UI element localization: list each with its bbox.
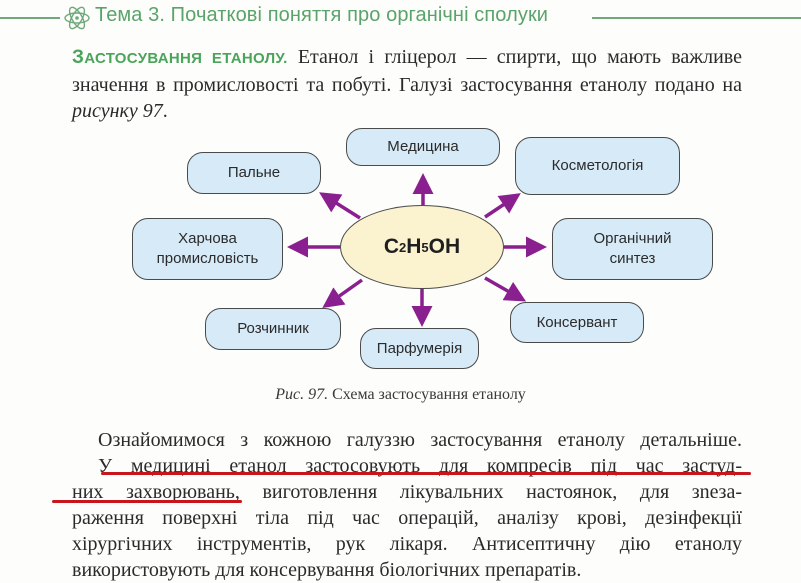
header-rule-left: [0, 17, 60, 19]
node-preservative: Консервант: [510, 302, 644, 343]
body-line-highlighted: У медицині етанол застосовують для компр…: [98, 455, 742, 477]
intro-paragraph: Застосування етанолу. Етанол і гліцерол …: [72, 46, 742, 122]
header-rule-right: [592, 17, 801, 19]
body-paragraph: Ознайомимося з кожною галуззю застосуван…: [72, 427, 742, 583]
arrow-cosmetology: [484, 193, 521, 219]
body-line: раження поверхні тіла під час операцій, …: [72, 507, 742, 529]
red-underline-1: [101, 472, 751, 475]
node-organic-synthesis: Органічний синтез: [552, 218, 713, 280]
chapter-title: Тема 3. Початкові поняття про органічні …: [95, 4, 549, 26]
figure-caption: Рис. 97. Схема застосування етанолу: [275, 386, 526, 403]
node-cosmetology: Косметологія: [515, 137, 680, 195]
arrow-solvent: [322, 278, 364, 309]
node-food-industry: Харчова промисловість: [132, 218, 283, 280]
figure-reference: рисунку 97: [72, 100, 163, 122]
section-lead: Застосування етанолу.: [72, 47, 288, 68]
arrow-preservative: [484, 276, 527, 302]
node-perfumery: Парфумерія: [360, 328, 479, 369]
body-line-highlighted: них захворювань, виготовлення лікувальни…: [72, 481, 742, 503]
red-underline-2: [52, 500, 242, 503]
chapter-header: Тема 3. Початкові поняття про органічні …: [0, 0, 801, 36]
node-medicine: Медицина: [346, 128, 500, 166]
arrow-fuel: [319, 192, 361, 220]
body-line: використовують для консервування біологі…: [72, 559, 582, 581]
atom-icon: [64, 6, 90, 30]
body-line: хірургічних інструментів, рук лікаря. Ан…: [72, 533, 742, 555]
node-fuel: Пальне: [187, 152, 321, 194]
node-solvent: Розчинник: [205, 308, 341, 350]
body-line: Ознайомимося з кожною галуззю застосуван…: [98, 429, 742, 451]
